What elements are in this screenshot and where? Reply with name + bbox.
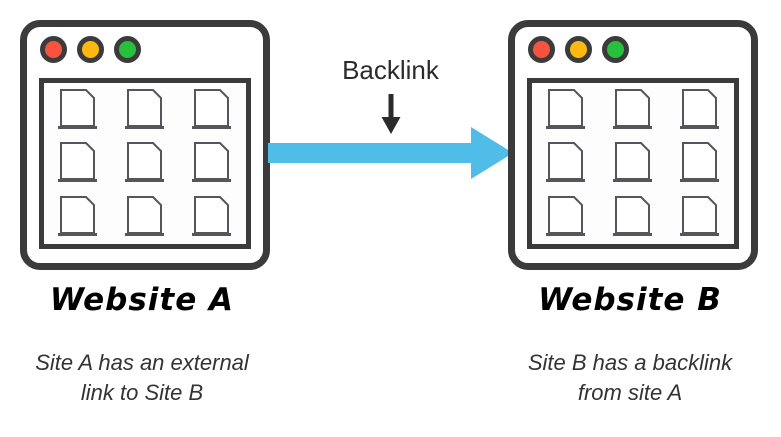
document-icon <box>545 193 586 241</box>
caption-line: Site A has an external <box>35 350 249 375</box>
site-title-website-b: Website B <box>538 282 722 318</box>
document-icon <box>124 86 165 134</box>
caption-line: Site B has a backlink <box>527 350 733 375</box>
minimize-dot[interactable] <box>565 36 592 63</box>
backlink-label: Backlink <box>342 55 439 85</box>
backlink-connector: Backlink <box>268 55 513 179</box>
browser-window-website-b <box>508 20 758 270</box>
document-icon <box>192 139 232 187</box>
site-caption-website-b: Site B has a backlink from site A <box>488 348 772 408</box>
window-content-grid <box>527 78 739 249</box>
window-titlebar <box>528 36 629 63</box>
maximize-dot[interactable] <box>114 36 141 63</box>
minimize-dot[interactable] <box>77 36 104 63</box>
maximize-dot[interactable] <box>602 36 629 63</box>
document-icon <box>192 86 232 134</box>
close-dot[interactable] <box>528 36 555 63</box>
document-icon <box>612 139 653 187</box>
document-icon <box>612 86 653 134</box>
browser-window-website-a <box>20 20 270 270</box>
window-content-grid <box>39 78 251 249</box>
document-icon <box>680 139 720 187</box>
document-icon <box>57 139 98 187</box>
document-icon <box>192 193 232 241</box>
caption-line: from site A <box>577 380 683 405</box>
site-group-website-b: Website B Site B has a backlink from sit… <box>480 0 780 437</box>
site-title-website-a: Website A <box>49 282 235 318</box>
document-icon <box>545 86 586 134</box>
document-icon <box>124 139 165 187</box>
document-icon <box>57 86 98 134</box>
close-dot[interactable] <box>40 36 67 63</box>
document-icon <box>545 139 586 187</box>
site-caption-website-a: Site A has an external link to Site B <box>0 348 284 408</box>
site-group-website-a: Website A Site A has an external link to… <box>0 0 292 437</box>
window-titlebar <box>40 36 141 63</box>
document-icon <box>680 86 720 134</box>
document-icon <box>124 193 165 241</box>
caption-line: link to Site B <box>80 380 204 405</box>
document-icon <box>612 193 653 241</box>
document-icon <box>57 193 98 241</box>
backlink-arrow-icon <box>268 127 513 184</box>
down-arrow-icon <box>378 94 404 141</box>
document-icon <box>680 193 720 241</box>
